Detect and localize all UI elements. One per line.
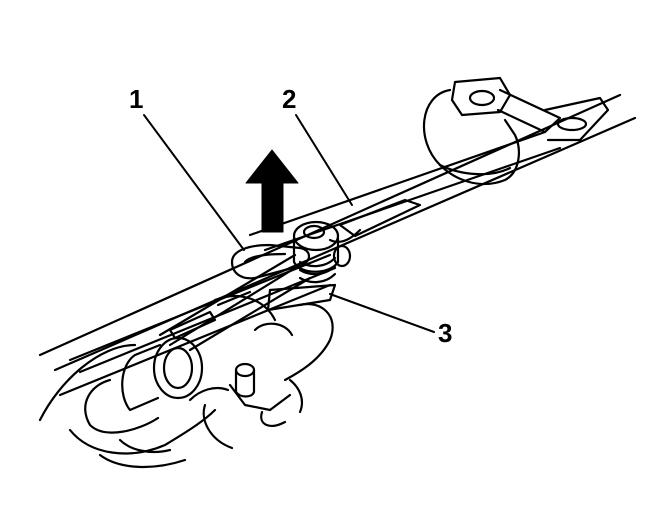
left-hand	[38, 343, 217, 468]
leader-line-1	[143, 114, 245, 251]
up-arrow-icon	[245, 149, 299, 233]
leader-line-2	[295, 114, 353, 206]
ball-socket	[292, 220, 352, 284]
leader-lines	[143, 114, 435, 333]
crank-arm	[450, 76, 610, 142]
callout-label-3: 3	[438, 318, 453, 348]
tool-handle	[121, 336, 256, 412]
tool-arm	[158, 253, 312, 352]
pivot-bushing-1	[230, 243, 311, 280]
callout-label-2: 2	[282, 84, 297, 114]
callout-label-1: 1	[129, 84, 144, 114]
right-hand	[188, 295, 334, 450]
leader-line-3	[329, 293, 435, 333]
